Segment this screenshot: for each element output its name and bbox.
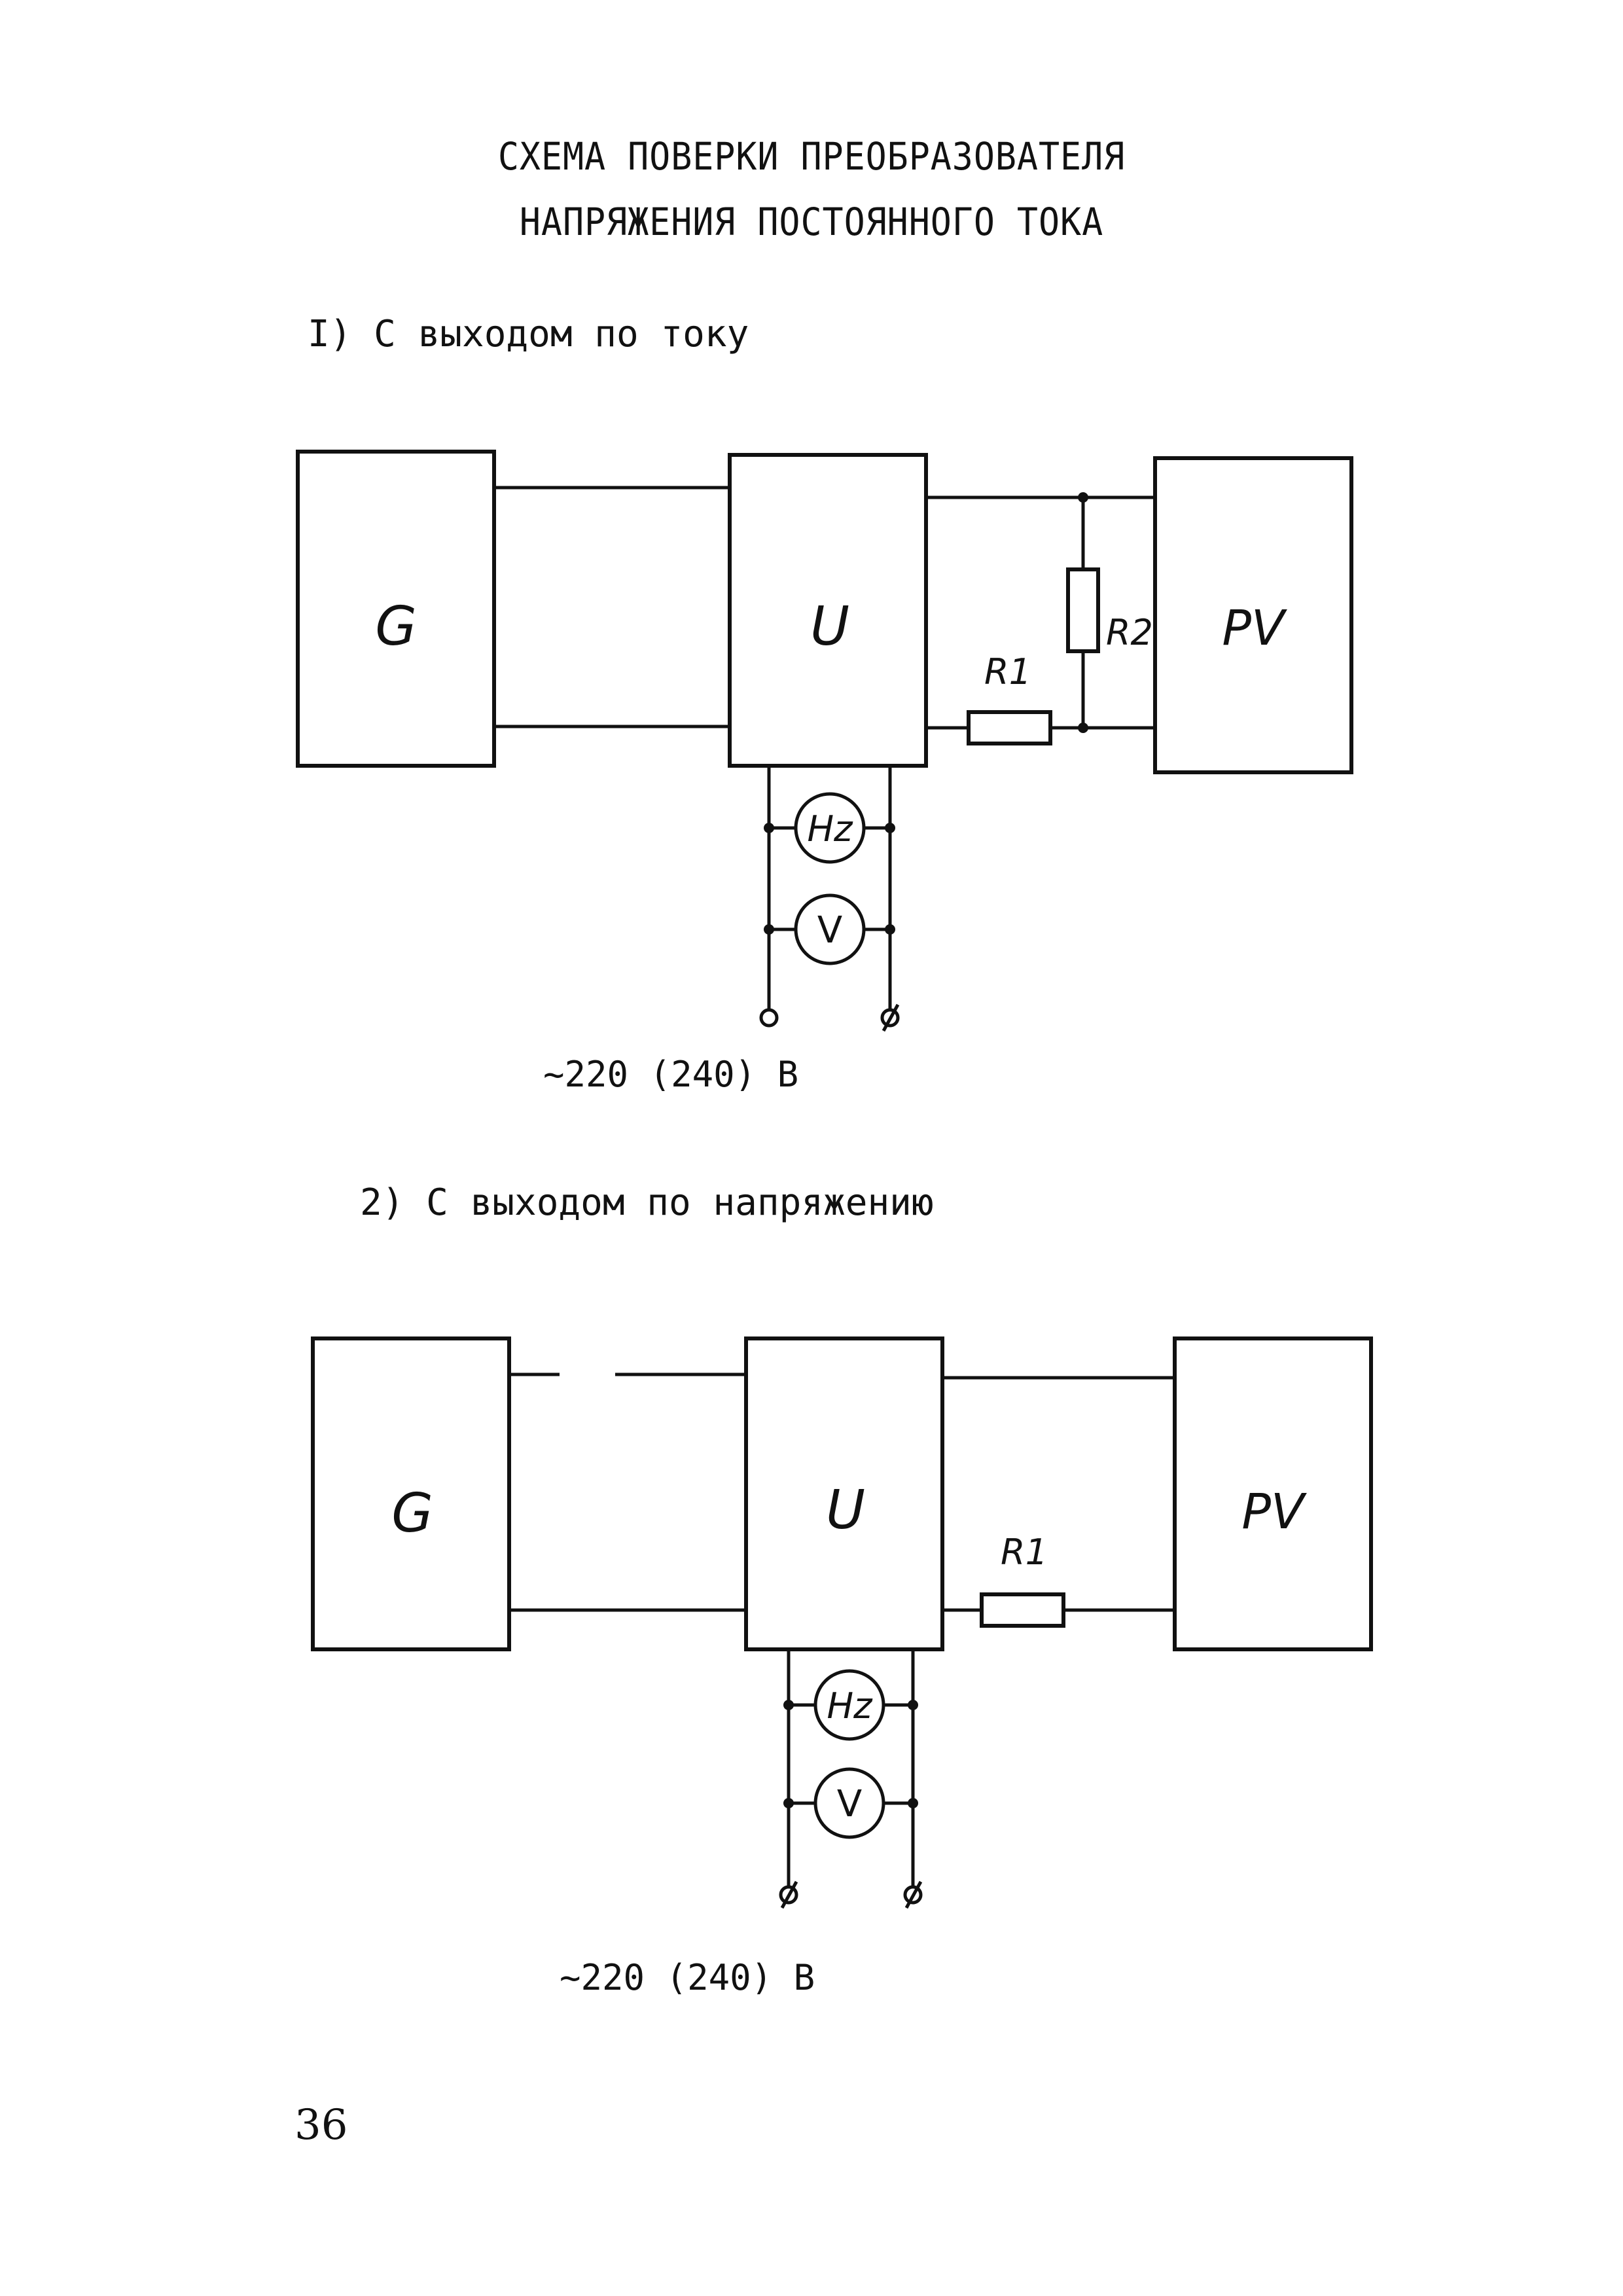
diagram2-voltmeter (813, 1767, 885, 1839)
diagram1-node-v-left (764, 924, 774, 935)
diagram2-frequency-meter-label: Hz (827, 1685, 874, 1727)
diagram2-node-hz-left (783, 1700, 794, 1710)
diagram1-terminal-right-slash (882, 1003, 900, 1032)
diagram1-supply-label: ~220 (240) В (543, 1054, 799, 1095)
diagram1-resistor-r1 (967, 710, 1052, 745)
diagram2-converter-block (744, 1336, 944, 1651)
diagram1-voltmeter-label: V (817, 909, 842, 952)
diagram1-terminal-left (759, 1008, 779, 1028)
diagram2-node-hz-right (908, 1700, 918, 1710)
diagram2-voltmeter-label: V (837, 1783, 862, 1825)
diagram2-meter-block (1173, 1336, 1373, 1651)
diagram1-converter-label: U (810, 596, 849, 658)
diagram2-terminal-right-slash (904, 1880, 923, 1909)
diagram1-meter-block (1153, 456, 1353, 774)
diagram1-terminal-right (880, 1008, 900, 1028)
diagram2-circuit: G U PV R1 Hz (311, 1336, 1373, 1909)
diagram2-terminal-left (779, 1885, 798, 1905)
document-title-line-2: НАПРЯЖЕНИЯ ПОСТОЯННОГО ТОКА (519, 200, 1104, 244)
diagram2-frequency-meter (813, 1669, 885, 1741)
diagram2-resistor-r1-label: R1 (1001, 1532, 1048, 1573)
diagram1-generator-label: G (375, 596, 417, 658)
diagram2-heading: 2) С выходом по напряжению (360, 1181, 934, 1224)
diagram2-converter-label: U (826, 1479, 865, 1541)
diagram2-generator-block (311, 1336, 511, 1651)
diagram2-meter-label: PV (1241, 1484, 1307, 1540)
diagram2-node-v-left (783, 1798, 794, 1808)
diagram1-frequency-meter (794, 792, 866, 864)
diagram2-resistor-r1 (980, 1592, 1065, 1628)
diagram1-frequency-meter-label: Hz (808, 808, 854, 850)
diagram1-heading: I) С выходом по току (308, 313, 749, 355)
diagram1-resistor-r2 (1066, 567, 1100, 653)
diagram2-terminal-right (903, 1885, 923, 1905)
diagram2-terminal-left-slash (780, 1880, 798, 1909)
diagram1-converter-block (728, 453, 928, 768)
diagram1-node-r2-bottom (1078, 723, 1088, 733)
diagram1-generator-block (296, 450, 496, 768)
document-title-line-1: СХЕМА ПОВЕРКИ ПРЕОБРАЗОВАТЕЛЯ (497, 134, 1126, 179)
diagram1-circuit: G U PV R1 R2 (296, 450, 1353, 1032)
diagram2-supply-label: ~220 (240) В (560, 1957, 815, 1998)
diagram1-resistor-r2-label: R2 (1106, 612, 1153, 653)
diagram1-voltmeter (794, 893, 866, 965)
diagram1-node-hz-right (885, 823, 895, 833)
diagram1-meter-label: PV (1222, 600, 1287, 656)
diagram1-resistor-r1-label: R1 (984, 651, 1031, 692)
diagram1-node-hz-left (764, 823, 774, 833)
diagram1-node-r2-top (1078, 492, 1088, 503)
diagram2-generator-label: G (391, 1482, 433, 1545)
diagram1-node-v-right (885, 924, 895, 935)
page-number: 36 (294, 2101, 348, 2149)
diagram2-node-v-right (908, 1798, 918, 1808)
